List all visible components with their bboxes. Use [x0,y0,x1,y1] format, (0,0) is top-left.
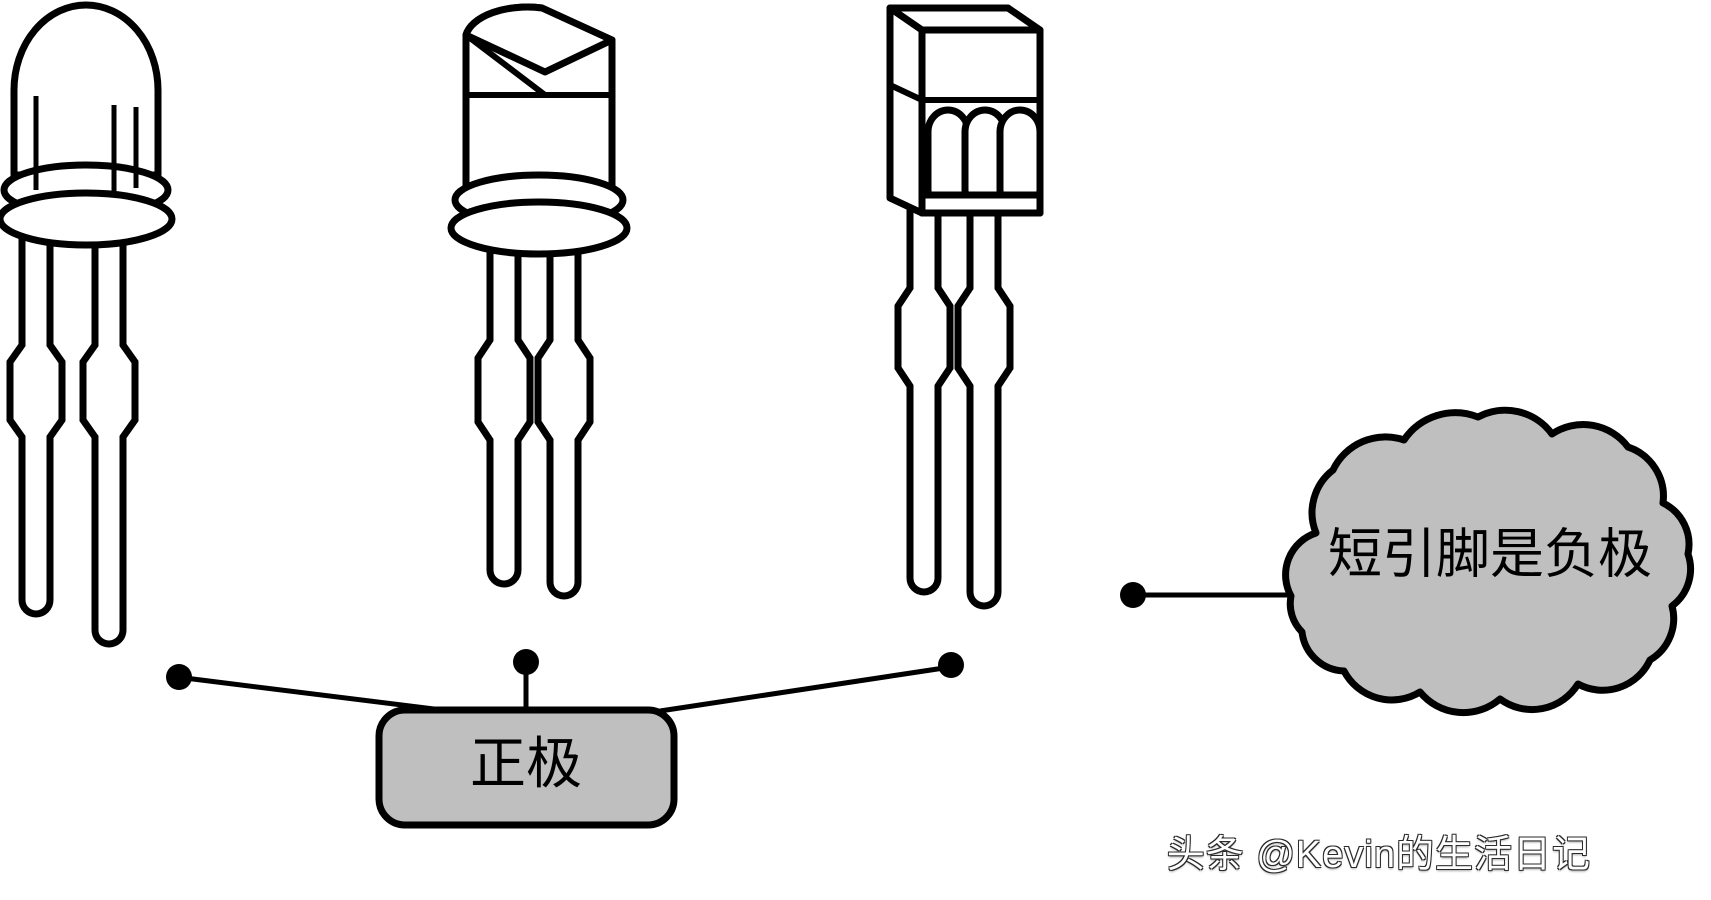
connector-line-led1-to-positive [184,675,451,714]
rect-led-top-face [886,4,1044,34]
round-led-dome [10,1,162,179]
connector-dot-led1 [166,664,192,690]
rectangular-led [886,4,1044,610]
flat-top-led-lead-right [534,236,594,600]
connector-dot-led3 [938,652,964,678]
positive-callout-label: 正极 [470,734,582,796]
flat-top-led-top-facet [462,3,616,76]
rect-led-side-face [886,4,926,217]
round-led-flange-lower [0,189,176,249]
connector-dot-led2 [513,649,539,675]
round-led-lead-left [6,214,66,618]
flat-top-led-lead-left [474,236,534,588]
rect-led-lead-left [894,204,954,596]
positive-connectors [166,649,964,714]
flat-top-led-flange-lower [447,198,631,258]
connector-line-led3-to-positive [659,665,945,714]
round-led [0,1,176,648]
negative-connector [1120,582,1290,608]
negative-callout[interactable]: 短引脚是负极 [1282,406,1695,717]
positive-callout[interactable]: 正极 [375,706,678,829]
connector-dot-negative [1120,582,1146,608]
rect-led-bottom-bar [918,191,1044,217]
flat-top-led [447,3,631,600]
negative-callout-label: 短引脚是负极 [1328,524,1652,584]
round-led-lead-right [79,214,139,648]
rect-led-side-divider-line [887,82,925,103]
rect-led-lead-right [954,204,1014,610]
flat-top-led-bevel-line [463,32,548,98]
negative-callout-cloud[interactable] [1282,406,1695,717]
positive-callout-box[interactable] [375,706,678,829]
